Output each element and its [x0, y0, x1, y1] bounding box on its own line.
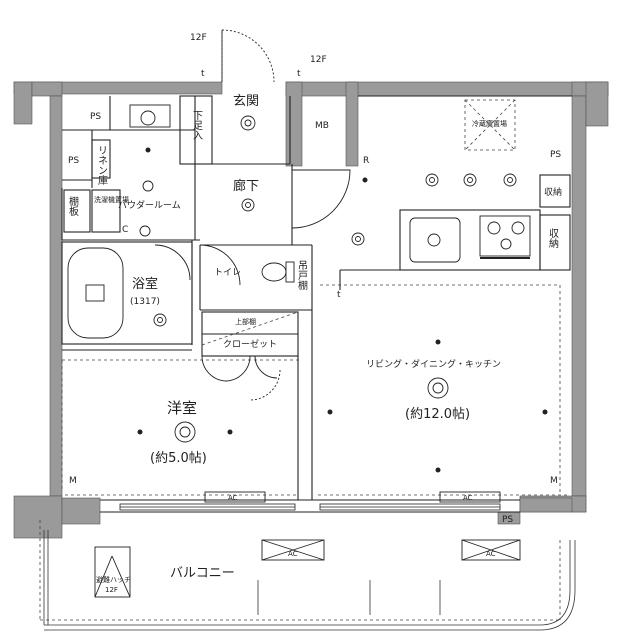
wash-basin: [129, 104, 171, 128]
label-upper-shelf: 上部棚: [235, 317, 256, 326]
t-mark-2: t: [297, 69, 301, 79]
labels: 12F 12F t t t 玄関 下足入 MB 廊下 パウダールーム リネン庫 …: [67, 33, 563, 594]
label-shoe-box: 下足入: [191, 110, 203, 140]
floor-label-upper: 12F: [190, 33, 207, 43]
label-powder-room: パウダールーム: [118, 199, 181, 211]
walls: [13, 81, 609, 539]
doors: [154, 29, 351, 401]
label-balcony: バルコニー: [170, 566, 235, 581]
balcony-rails: [43, 530, 576, 631]
bathtub: [67, 247, 124, 339]
label-western-size: (約5.0帖): [150, 451, 207, 466]
windows: [119, 503, 501, 511]
label-toilet: トイレ: [214, 268, 241, 278]
ac-units: [204, 491, 521, 561]
label-storage-2: 収納: [547, 228, 559, 249]
dashed-lines: [39, 99, 570, 621]
label-hatch: 避難ハッチ: [96, 575, 131, 584]
ps-mark-2: PS: [68, 156, 79, 166]
label-entrance: 玄関: [233, 94, 259, 109]
m-mark-1: M: [69, 476, 77, 486]
fixtures: [67, 104, 531, 598]
label-bath-size: (1317): [130, 297, 160, 307]
ac-mark-1: AC: [228, 494, 238, 502]
label-ldk-size: (約12.0帖): [405, 407, 470, 422]
t-mark-3: t: [337, 290, 341, 300]
floor-label-side: 12F: [310, 55, 327, 65]
kitchen-sink: [409, 217, 461, 263]
t-mark-1: t: [201, 69, 205, 79]
ps-mark-3: PS: [550, 150, 561, 160]
ac-mark-3: AC: [288, 550, 298, 558]
hatch-box: [94, 546, 131, 598]
label-closet: クローゼット: [223, 338, 277, 350]
lights: [139, 115, 517, 443]
ps-mark-1: PS: [90, 112, 101, 122]
label-western: 洋室: [167, 399, 197, 417]
label-mb: MB: [315, 121, 329, 131]
label-hallway: 廊下: [233, 178, 259, 194]
c-mark: C: [122, 225, 128, 235]
label-bathroom: 浴室: [132, 276, 158, 292]
label-linen: リネン庫: [96, 145, 108, 186]
r-mark: R: [363, 156, 369, 166]
ac-mark-4: AC: [486, 550, 496, 558]
label-fridge: 冷蔵庫置場: [472, 119, 507, 128]
label-storage-1: 収納: [544, 186, 562, 198]
stove: [479, 215, 531, 257]
m-mark-2: M: [550, 476, 558, 486]
ps-mark-4: PS: [502, 515, 513, 525]
ac-mark-2: AC: [463, 494, 473, 502]
label-washer: 洗濯機置場: [94, 195, 129, 204]
toilet-bowl: [261, 262, 287, 282]
label-shelf: 棚板: [67, 195, 79, 217]
dots: [137, 147, 548, 473]
label-toilet-cabinet: 吊戸棚: [296, 260, 308, 291]
label-ldk: リビング・ダイニング・キッチン: [366, 358, 501, 370]
label-hatch-floor: 12F: [105, 586, 118, 594]
